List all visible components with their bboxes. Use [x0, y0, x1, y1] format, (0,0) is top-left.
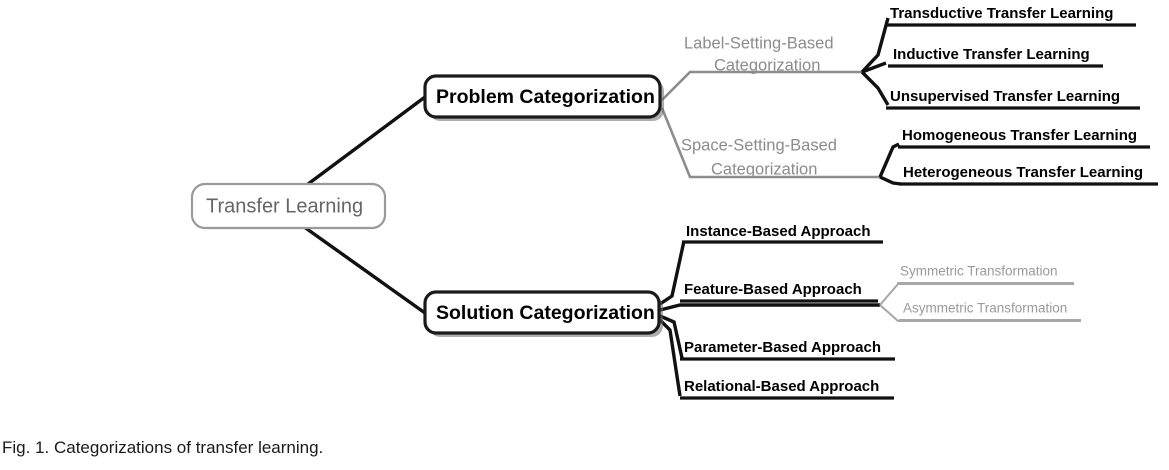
connector-space-setting-to-heterogeneous [879, 175, 902, 186]
connector-label-setting-to-unsupervised [860, 70, 890, 106]
node-symmetric-transformation[interactable]: Symmetric Transformation [897, 264, 1074, 284]
connector-problem-to-label-setting [661, 70, 862, 101]
problem-node-label: Problem Categorization [436, 86, 655, 108]
connector-label-setting-to-transductive [860, 17, 890, 74]
node-asymmetric-transformation[interactable]: Asymmetric Transformation [899, 301, 1081, 321]
transfer-learning-mindmap: Transfer Learning Problem Categorization… [190, 5, 1158, 400]
connector-root-to-solution [299, 222, 426, 315]
node-instance-based-approach[interactable]: Instance-Based Approach [682, 223, 883, 244]
node-feature-based-approach[interactable]: Feature-Based Approach [680, 281, 878, 303]
transductive-label: Transductive Transfer Learning [890, 5, 1113, 22]
connector-group-root [298, 95, 427, 315]
node-inductive-transfer-learning[interactable]: Inductive Transfer Learning [888, 46, 1103, 68]
node-homogeneous-transfer-learning[interactable]: Homogeneous Transfer Learning [898, 127, 1150, 149]
connector-problem-to-space-setting [660, 107, 880, 179]
homogeneous-label: Homogeneous Transfer Learning [902, 127, 1137, 144]
symmetric-transformation-label: Symmetric Transformation [900, 264, 1058, 279]
root-node-box [190, 182, 387, 230]
connector-group-solution [658, 240, 880, 397]
node-parameter-based-approach[interactable]: Parameter-Based Approach [680, 339, 895, 361]
unsupervised-label: Unsupervised Transfer Learning [890, 88, 1120, 105]
connector-solution-to-parameter [659, 314, 684, 359]
feature-based-label: Feature-Based Approach [684, 281, 862, 298]
space-setting-line2: Categorization [711, 160, 817, 178]
connector-solution-to-relational [658, 318, 682, 397]
label-setting-line2: Categorization [714, 56, 820, 74]
node-relational-based-approach[interactable]: Relational-Based Approach [680, 378, 894, 400]
problem-node-box [423, 74, 662, 119]
solution-node-box [423, 290, 661, 335]
connector-label-setting-to-inductive [861, 61, 887, 74]
root-node-label: Transfer Learning [206, 195, 363, 217]
node-solution-categorization[interactable]: Solution Categorization [423, 290, 663, 337]
node-problem-categorization[interactable]: Problem Categorization [423, 74, 664, 121]
inductive-label: Inductive Transfer Learning [893, 46, 1090, 63]
node-space-setting-based-categorization[interactable]: Space-Setting-Based Categorization [681, 136, 837, 178]
node-unsupervised-transfer-learning[interactable]: Unsupervised Transfer Learning [886, 88, 1140, 110]
node-label-setting-based-categorization[interactable]: Label-Setting-Based Categorization [684, 34, 834, 74]
connector-group-label-setting [860, 17, 890, 106]
figure-caption: Fig. 1. Categorizations of transfer lear… [2, 438, 324, 457]
connector-group-problem [660, 70, 880, 179]
node-transfer-learning[interactable]: Transfer Learning [190, 182, 387, 230]
connector-space-setting-to-homogeneous [878, 142, 900, 178]
solution-node-label: Solution Categorization [436, 302, 655, 324]
node-transductive-transfer-learning[interactable]: Transductive Transfer Learning [886, 5, 1136, 27]
space-setting-line1: Space-Setting-Based [681, 136, 837, 154]
instance-based-label: Instance-Based Approach [686, 223, 871, 240]
connector-group-space-setting [878, 142, 902, 186]
node-heterogeneous-transfer-learning[interactable]: Heterogeneous Transfer Learning [899, 164, 1158, 186]
connector-solution-to-instance [659, 240, 686, 306]
parameter-based-label: Parameter-Based Approach [684, 339, 881, 356]
label-setting-line1: Label-Setting-Based [684, 34, 834, 52]
connector-solution-to-feature [659, 303, 880, 312]
relational-based-label: Relational-Based Approach [684, 378, 879, 395]
heterogeneous-label: Heterogeneous Transfer Learning [903, 164, 1143, 181]
connector-root-to-problem [298, 95, 427, 192]
asymmetric-transformation-label: Asymmetric Transformation [903, 301, 1067, 316]
